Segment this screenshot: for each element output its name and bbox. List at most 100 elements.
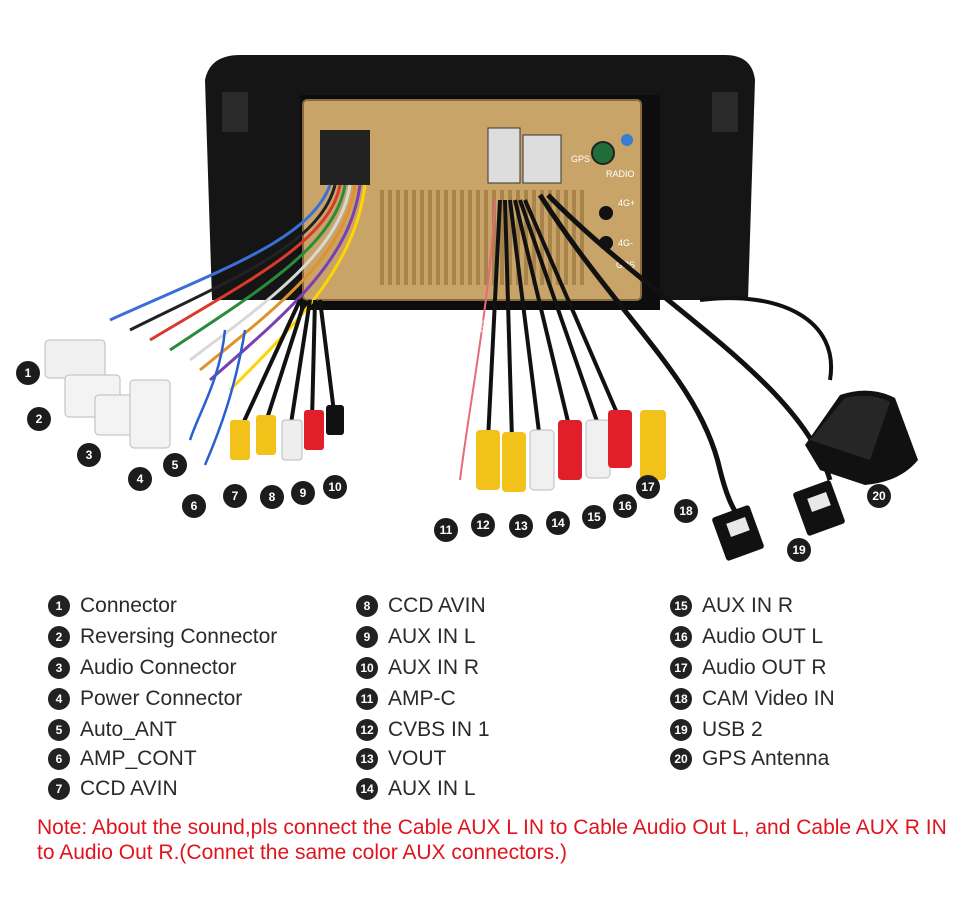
legend-number: 20 (670, 748, 692, 770)
legend-number: 1 (48, 594, 70, 617)
legend-label: AMP_CONT (80, 747, 197, 770)
callout-4: 4 (128, 467, 152, 491)
callout-11: 11 (434, 518, 458, 542)
legend-item: 9 AUX IN L (356, 621, 490, 652)
legend-label: AMP-C (388, 686, 456, 710)
vent-slot (460, 190, 464, 285)
4g-plus-label: 4G+ (618, 198, 635, 208)
legend-number: 14 (356, 777, 378, 800)
vent-slot (452, 190, 456, 285)
legend-item: 19 USB 2 (670, 714, 835, 745)
plug-1 (44, 339, 106, 379)
legend-number: 3 (48, 656, 70, 679)
legend-item: 11 AMP-C (356, 683, 490, 714)
legend-label: CVBS IN 1 (388, 717, 490, 741)
legend-number: 7 (48, 777, 70, 800)
vent-slot (428, 190, 432, 285)
legend-item: 2 Reversing Connector (48, 621, 277, 652)
vent-slot (484, 190, 488, 285)
vent-slot (516, 190, 520, 285)
legend-label: VOUT (388, 747, 447, 770)
vent-slot (380, 190, 384, 285)
callout-6: 6 (182, 494, 206, 518)
legend-number: 4 (48, 687, 70, 710)
callout-3: 3 (77, 443, 101, 467)
vent-slot (508, 190, 512, 285)
head-unit-illustration: GPS RADIO 4G+ 4G- GPS (44, 55, 918, 561)
legend-label: CCD AVIN (388, 593, 486, 617)
vent-slot (412, 190, 416, 285)
legend-number: 16 (670, 625, 692, 648)
legend-label: Audio OUT R (702, 655, 827, 679)
legend-number: 19 (670, 718, 692, 741)
legend-number: 15 (670, 594, 692, 617)
callout-17: 17 (636, 475, 660, 499)
av-socket-a (487, 127, 521, 184)
callout-5: 5 (163, 453, 187, 477)
legend-item: 1 Connector (48, 590, 277, 621)
sound-note: Note: About the sound,pls connect the Ca… (37, 816, 947, 864)
callout-20: 20 (867, 484, 891, 508)
vent-slot (444, 190, 448, 285)
4g-plus-port (599, 206, 613, 220)
vent-slot (420, 190, 424, 285)
legend-label: CCD AVIN (80, 776, 178, 800)
callout-13: 13 (509, 514, 533, 538)
callout-1: 1 (16, 361, 40, 385)
legend-item: 20 GPS Antenna (670, 745, 835, 773)
legend-number: 13 (356, 748, 378, 770)
legend-label: AUX IN L (388, 624, 476, 648)
callout-19: 19 (787, 538, 811, 562)
legend-item: 15 AUX IN R (670, 590, 835, 621)
vent-slot (548, 190, 552, 285)
callout-15: 15 (582, 505, 606, 529)
legend-item: 8 CCD AVIN (356, 590, 490, 621)
left-rca-cluster (230, 299, 344, 461)
vent-slot (436, 190, 440, 285)
legend-label: Reversing Connector (80, 624, 278, 648)
legend-label: GPS Antenna (702, 747, 830, 770)
callout-8: 8 (260, 485, 284, 509)
legend-label: Connector (80, 593, 177, 617)
legend-number: 2 (48, 625, 70, 648)
radio-label: RADIO (606, 169, 635, 179)
legend-number: 18 (670, 687, 692, 710)
callout-10: 10 (323, 475, 347, 499)
product-photo: GPS RADIO 4G+ 4G- GPS (44, 55, 918, 561)
vent-slot (572, 190, 576, 285)
callout-18: 18 (674, 499, 698, 523)
right-bracket (712, 92, 738, 132)
legend-item: 6 AMP_CONT (48, 745, 277, 773)
av-socket-b (522, 134, 562, 184)
wire-harness (109, 184, 367, 392)
main-connector (320, 130, 370, 185)
legend-number: 8 (356, 594, 378, 617)
vent-slot (580, 190, 584, 285)
callout-9: 9 (291, 481, 315, 505)
legend-number: 6 (48, 748, 70, 770)
legend-label: AUX IN R (702, 593, 794, 617)
vent-slot (492, 190, 496, 285)
middle-rca-cluster (459, 199, 666, 492)
vent-slot (404, 190, 408, 285)
callout-16: 16 (613, 494, 637, 518)
plug-4 (129, 379, 171, 449)
legend-number: 9 (356, 625, 378, 648)
gps-port (591, 141, 615, 165)
legend-label: CAM Video IN (702, 686, 835, 710)
legend-number: 11 (356, 687, 378, 710)
left-bracket (222, 92, 248, 132)
callout-12: 12 (471, 513, 495, 537)
legend-label: USB 2 (702, 717, 763, 741)
callout-2: 2 (27, 407, 51, 431)
amp-cont-wire (203, 329, 247, 466)
